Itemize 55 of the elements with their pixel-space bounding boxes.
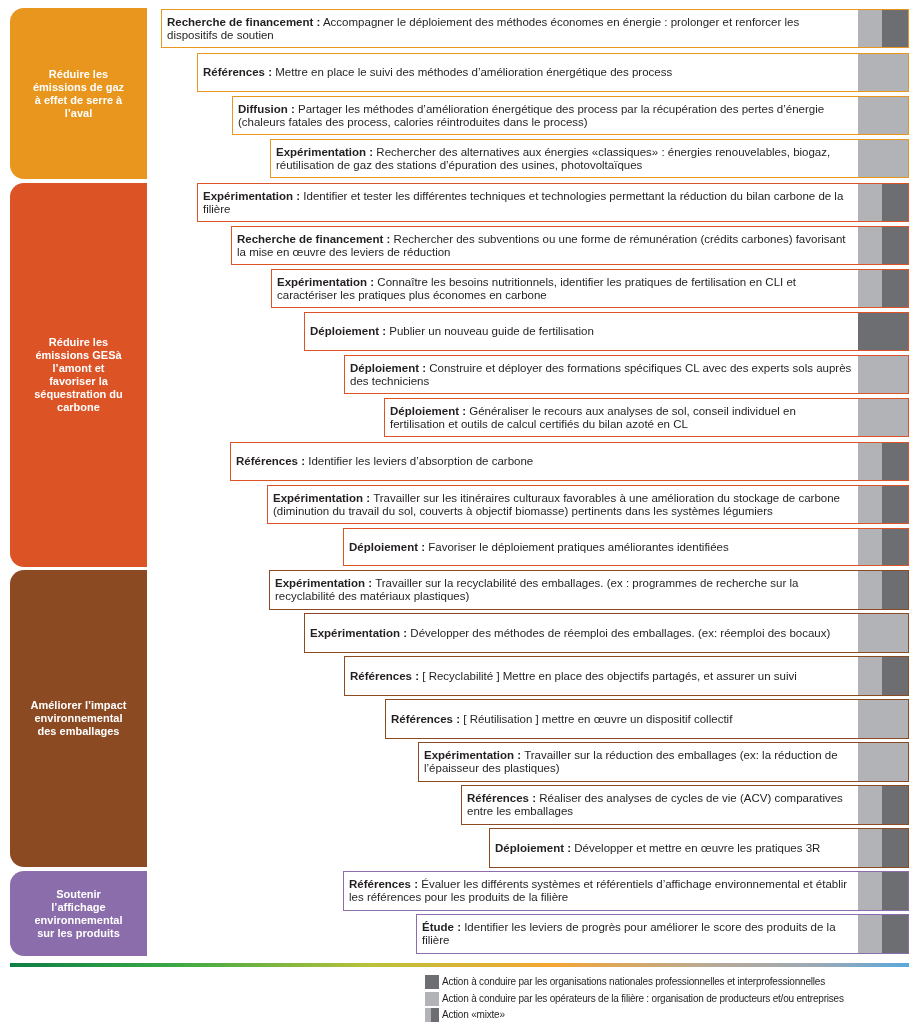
action-box xyxy=(197,183,909,222)
action-box xyxy=(270,139,909,178)
action-box xyxy=(304,613,909,653)
action-text: Expérimentation : Développer des méthodes de réemploi des emballages. (ex: réemploi des bocaux) xyxy=(310,626,831,640)
action-text: Expérimentation : Connaître les besoins nutritionnels, identifier les pratiques de fertilisation en CLI et caractériser les pratiques plus économes en carbone xyxy=(277,275,798,302)
category-label: Réduire les émissions de gaz à effet de serre à l’aval xyxy=(31,67,126,120)
action-box xyxy=(384,398,909,437)
action-box xyxy=(267,485,909,524)
action-box xyxy=(385,699,909,739)
action-box xyxy=(161,9,909,48)
action-text: Expérimentation : Travailler sur la réduction des emballages (ex: la réduction de l’épaisseur des plastiques) xyxy=(424,749,839,775)
action-box xyxy=(197,53,909,92)
action-box xyxy=(418,742,909,782)
action-box xyxy=(269,570,909,610)
action-text: Déploiement : Favoriser le déploiement pratiques améliorantes identifiées xyxy=(349,540,729,554)
action-text: Expérimentation : Rechercher des alternatives aux énergies «classiques» : énergies renouvelables, biogaz, réutilisation de gaz des stations d’épuration des usines, photovoltaïques xyxy=(276,145,832,172)
action-text: Références : Mettre en place le suivi des méthodes d’amélioration énergétique des process xyxy=(203,66,673,79)
action-text: Références : [ Réutilisation ] mettre en œuvre un dispositif collectif xyxy=(391,712,733,726)
legend-text: Action «mixte» xyxy=(442,1008,505,1022)
action-text: Étude : Identifier les leviers de progrès pour améliorer le score des produits de la filière xyxy=(422,921,837,947)
category-box xyxy=(10,570,147,867)
category-box xyxy=(10,871,147,956)
action-box xyxy=(343,871,909,911)
action-text: Références : Identifier les leviers d’absorption de carbone xyxy=(236,455,534,468)
legend-text: Action à conduire par les organisations nationales professionnelles et interprofessionnelles xyxy=(442,975,825,989)
action-text: Expérimentation : Travailler sur la recyclabilité des emballages. (ex : programmes de recherche sur la recyclabilité des matériaux plastiques) xyxy=(275,577,800,603)
category-box xyxy=(10,8,147,179)
action-box xyxy=(344,355,909,394)
action-box xyxy=(489,828,909,868)
action-box xyxy=(304,312,909,351)
action-box xyxy=(232,96,909,135)
action-text: Déploiement : Généraliser le recours aux analyses de sol, conseil individuel en fertilisation et outils de calcul certifiés du bilan azoté en CL xyxy=(390,404,797,431)
action-text: Références : Évaluer les différents systèmes et référentiels d’affichage environnemental et établir les références pour les produits de la filière xyxy=(349,878,849,904)
action-box xyxy=(230,442,909,481)
category-label: Soutenir l’affichage environnemental sur les produits xyxy=(33,887,124,940)
category-box xyxy=(10,183,147,567)
action-box xyxy=(416,914,909,954)
action-text: Références : [ Recyclabilité ] Mettre en place des objectifs partagés, et assurer un suivi xyxy=(350,669,797,683)
action-text: Expérimentation : Travailler sur les itinéraires culturaux favorables à une amélioration du stockage de carbone (diminution du travail du sol, couverts à objectif biomasse) pertinents dans les systèmes légumiers xyxy=(273,491,841,518)
action-text: Déploiement : Construire et déployer des formations spécifiques CL avec des experts sols auprès des techniciens xyxy=(350,361,852,388)
action-text: Déploiement : Publier un nouveau guide de fertilisation xyxy=(310,325,594,338)
action-text: Recherche de financement : Rechercher des subventions ou une forme de rémunération (crédits carbones) favorisant la mise en œuvre des leviers de réduction xyxy=(237,232,847,259)
legend-text: Action à conduire par les opérateurs de la filière : organisation de producteurs et/ou entreprises xyxy=(442,991,844,1006)
action-text: Déploiement : Développer et mettre en œuvre les pratiques 3R xyxy=(495,841,821,855)
action-text: Références : Réaliser des analyses de cycles de vie (ACV) comparatives entre les emballages xyxy=(467,792,844,818)
action-box xyxy=(343,528,909,566)
action-box xyxy=(461,785,909,825)
action-box xyxy=(231,226,909,265)
category-label: Réduire les émissions GESà l’amont et favoriser la séquestration du carbone xyxy=(33,336,124,414)
action-box xyxy=(271,269,909,308)
action-text: Expérimentation : Identifier et tester les différentes techniques et technologies permettant la réduction du bilan carbone de la filière xyxy=(203,189,845,216)
action-box xyxy=(344,656,909,696)
category-label: Améliorer l’impact environnemental des emballages xyxy=(29,699,128,738)
action-text: Diffusion : Partager les méthodes d’amélioration énergétique des process par la récupération des pertes d’énergie (chaleurs fatales des process, calories réintroduites dans le process) xyxy=(238,102,826,129)
action-text: Recherche de financement : Accompagner le déploiement des méthodes économes en énergie : prolonger et renforcer les dispositifs de soutien xyxy=(167,15,801,42)
